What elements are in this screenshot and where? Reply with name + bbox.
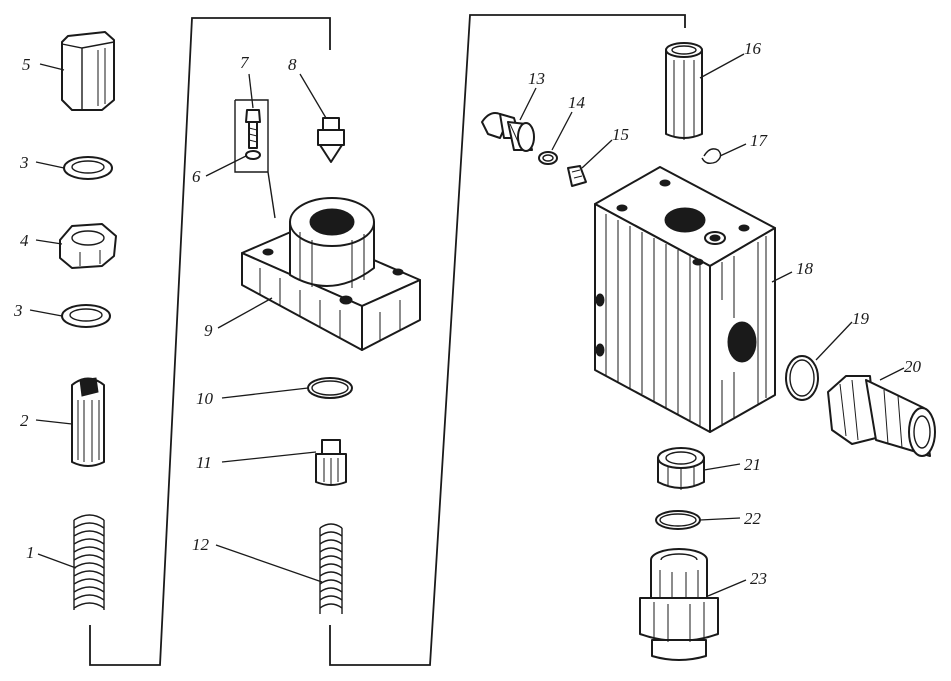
label-2: 2 <box>20 411 29 430</box>
part-8-needle-valve <box>317 117 345 163</box>
label-14: 14 <box>568 93 586 112</box>
part-16-sleeve-tube <box>665 42 703 140</box>
label-20: 20 <box>904 357 922 376</box>
part-22-o-ring <box>655 510 701 530</box>
label-13: 13 <box>528 69 545 88</box>
part-23-threaded-coupling <box>639 548 719 661</box>
part-6-small-washer <box>245 150 261 160</box>
label-1: 1 <box>26 543 35 562</box>
part-19-o-ring <box>785 355 819 401</box>
label-4: 4 <box>20 231 29 250</box>
part-number-labels: 5 3 4 3 2 1 6 7 8 9 10 11 12 13 14 15 16… <box>13 39 922 588</box>
part-21-bushing <box>657 447 705 490</box>
part-4-hex-nut <box>59 223 117 269</box>
label-7: 7 <box>240 53 250 72</box>
label-17: 17 <box>750 131 769 150</box>
label-10: 10 <box>196 389 214 408</box>
leader-lines <box>29 53 905 597</box>
part-12-spring-small <box>319 523 343 614</box>
label-21: 21 <box>744 455 761 474</box>
part-3-washer-upper <box>63 156 113 180</box>
part-10-o-ring <box>307 377 353 399</box>
part-9-flange-block <box>241 197 421 351</box>
label-19: 19 <box>852 309 870 328</box>
part-5-hex-cap-nut <box>61 31 115 111</box>
part-1-spring-large <box>73 514 105 610</box>
label-3-lower: 3 <box>13 301 23 320</box>
part-15-plug <box>567 165 587 187</box>
part-11-valve-seat <box>315 439 347 486</box>
label-22: 22 <box>744 509 762 528</box>
part-18-valve-body <box>594 166 776 433</box>
label-3-upper: 3 <box>19 153 29 172</box>
label-5: 5 <box>22 55 31 74</box>
label-18: 18 <box>796 259 814 278</box>
connection-brackets <box>89 14 686 666</box>
label-23: 23 <box>750 569 767 588</box>
label-16: 16 <box>744 39 762 58</box>
label-6: 6 <box>192 167 201 186</box>
part-13-nipple-fitting <box>481 112 535 152</box>
label-12: 12 <box>192 535 210 554</box>
part-20-union-fitting <box>827 375 936 457</box>
label-9: 9 <box>204 321 213 340</box>
label-11: 11 <box>196 453 212 472</box>
label-15: 15 <box>612 125 629 144</box>
label-8: 8 <box>288 55 297 74</box>
part-17-snap-ring <box>701 148 722 165</box>
part-2-slotted-plunger <box>71 377 105 467</box>
part-3-washer-lower <box>61 304 111 328</box>
part-14-small-ring <box>538 151 558 165</box>
